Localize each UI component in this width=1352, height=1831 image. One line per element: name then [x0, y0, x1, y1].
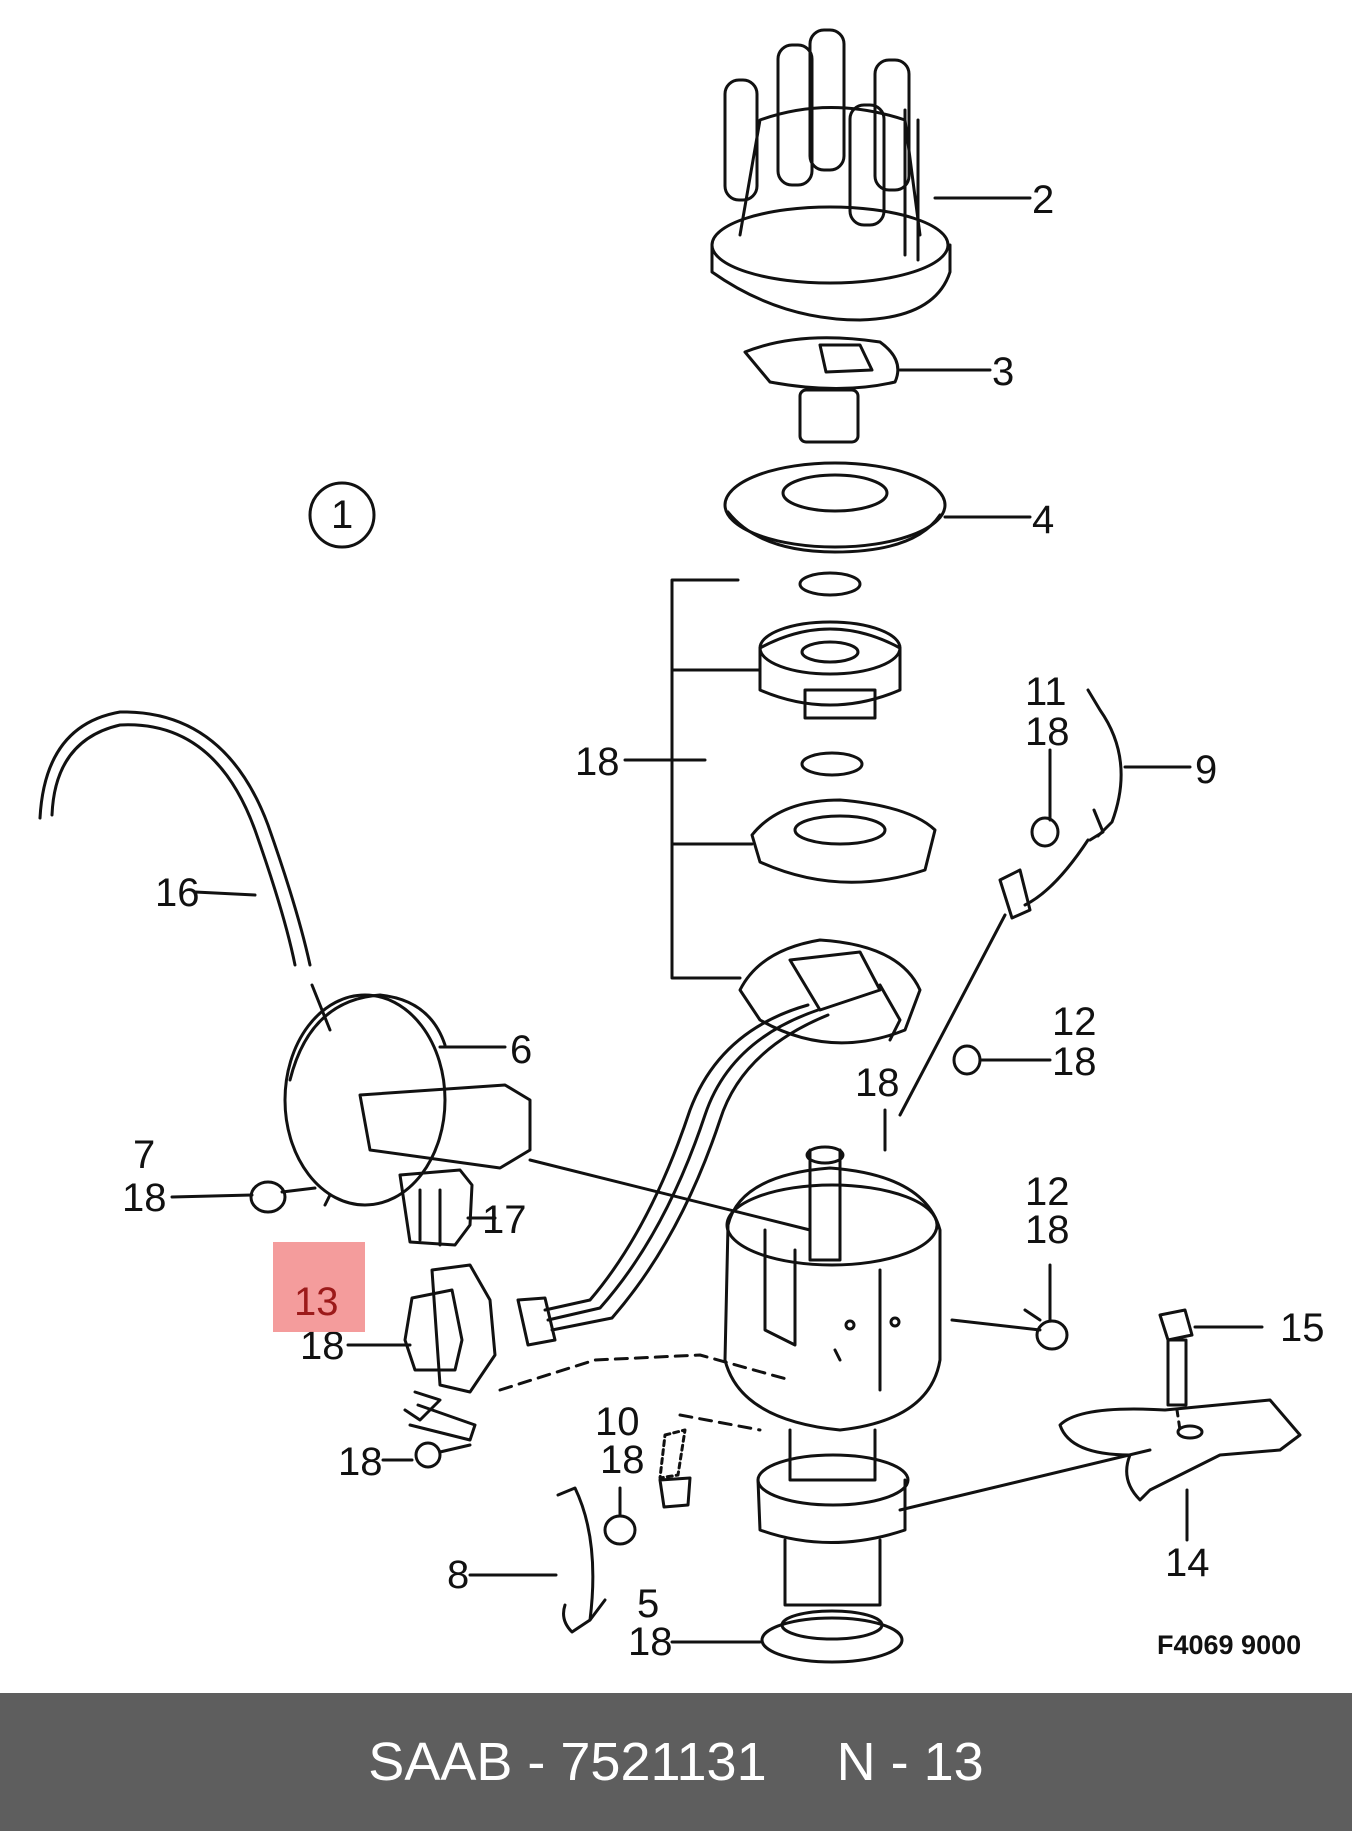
callout-18-j: 18 — [628, 1620, 673, 1664]
footer-brand: SAAB — [368, 1732, 513, 1792]
callout-14: 14 — [1165, 1541, 1210, 1585]
leader-lines — [170, 196, 1264, 1644]
callout-5: 5 — [637, 1582, 660, 1626]
wiring-harness-drawing — [516, 1003, 830, 1347]
callout-3: 3 — [992, 350, 1015, 394]
bracket-8-drawing — [556, 1486, 607, 1634]
highlight-box — [273, 1242, 365, 1332]
callout-6: 6 — [510, 1028, 533, 1072]
callout-16: 16 — [155, 871, 200, 915]
callout-7: 7 — [133, 1133, 156, 1177]
assembly-number: 1 — [331, 493, 354, 537]
vacuum-unit-drawing — [283, 983, 812, 1232]
footer-dash-2: - — [890, 1732, 909, 1792]
callout-15: 15 — [1280, 1306, 1325, 1350]
callout-12-a: 12 — [1052, 1000, 1097, 1044]
callout-18-d: 18 — [855, 1061, 900, 1105]
distributor-housing-drawing — [723, 1145, 942, 1664]
clamp-14-drawing — [898, 1398, 1302, 1512]
callout-18-e: 18 — [122, 1176, 167, 1220]
rotor-drawing — [743, 336, 900, 444]
highlighted-part-label: 13 — [294, 1280, 339, 1324]
vacuum-hose-drawing — [38, 710, 312, 967]
screw-7-drawing — [249, 1180, 317, 1214]
breaker-plate-group-drawing — [670, 571, 937, 1045]
distributor-exploded-view — [38, 28, 1302, 1664]
callout-18-c: 18 — [1052, 1040, 1097, 1084]
callout-18-f: 18 — [1025, 1208, 1070, 1252]
callout-2: 2 — [1032, 178, 1055, 222]
part-10-drawing — [498, 1353, 792, 1546]
callout-18-a: 18 — [575, 740, 620, 784]
footer-part-number: 7521131 — [560, 1732, 767, 1792]
callout-18-g: 18 — [300, 1324, 345, 1368]
footer-position-number: 13 — [923, 1732, 984, 1792]
footer-position-label: N — [836, 1732, 876, 1792]
callout-11: 11 — [1025, 670, 1067, 714]
bracket-9-drawing — [898, 688, 1123, 1117]
footer-dash: - — [527, 1732, 546, 1792]
callout-17: 17 — [482, 1198, 527, 1242]
connector-17-drawing — [398, 1168, 474, 1247]
callout-18-i: 18 — [338, 1440, 383, 1484]
callout-18-b: 18 — [1025, 710, 1070, 754]
callout-8: 8 — [447, 1553, 470, 1597]
distributor-cap-drawing — [710, 28, 952, 322]
module-13-drawing — [403, 1263, 497, 1469]
callout-9: 9 — [1195, 748, 1218, 792]
bolt-15-drawing — [1158, 1308, 1194, 1432]
assembly-circle — [308, 481, 376, 549]
callout-4: 4 — [1032, 498, 1055, 542]
footer-bar: SAAB - 7521131 N - 13 — [0, 1693, 1352, 1831]
callout-12-b: 12 — [1025, 1170, 1070, 1214]
parts-diagram: 2 3 4 18 11 18 9 16 6 12 18 18 7 18 17 1… — [38, 28, 1325, 1664]
screw-12-upper-drawing — [952, 1044, 982, 1076]
dust-shield-drawing — [723, 461, 947, 554]
screw-12-lower-drawing — [950, 1308, 1069, 1351]
callout-18-h: 18 — [600, 1438, 645, 1482]
callout-10: 10 — [595, 1400, 640, 1444]
figure-reference: F4069 9000 — [1157, 1630, 1302, 1660]
